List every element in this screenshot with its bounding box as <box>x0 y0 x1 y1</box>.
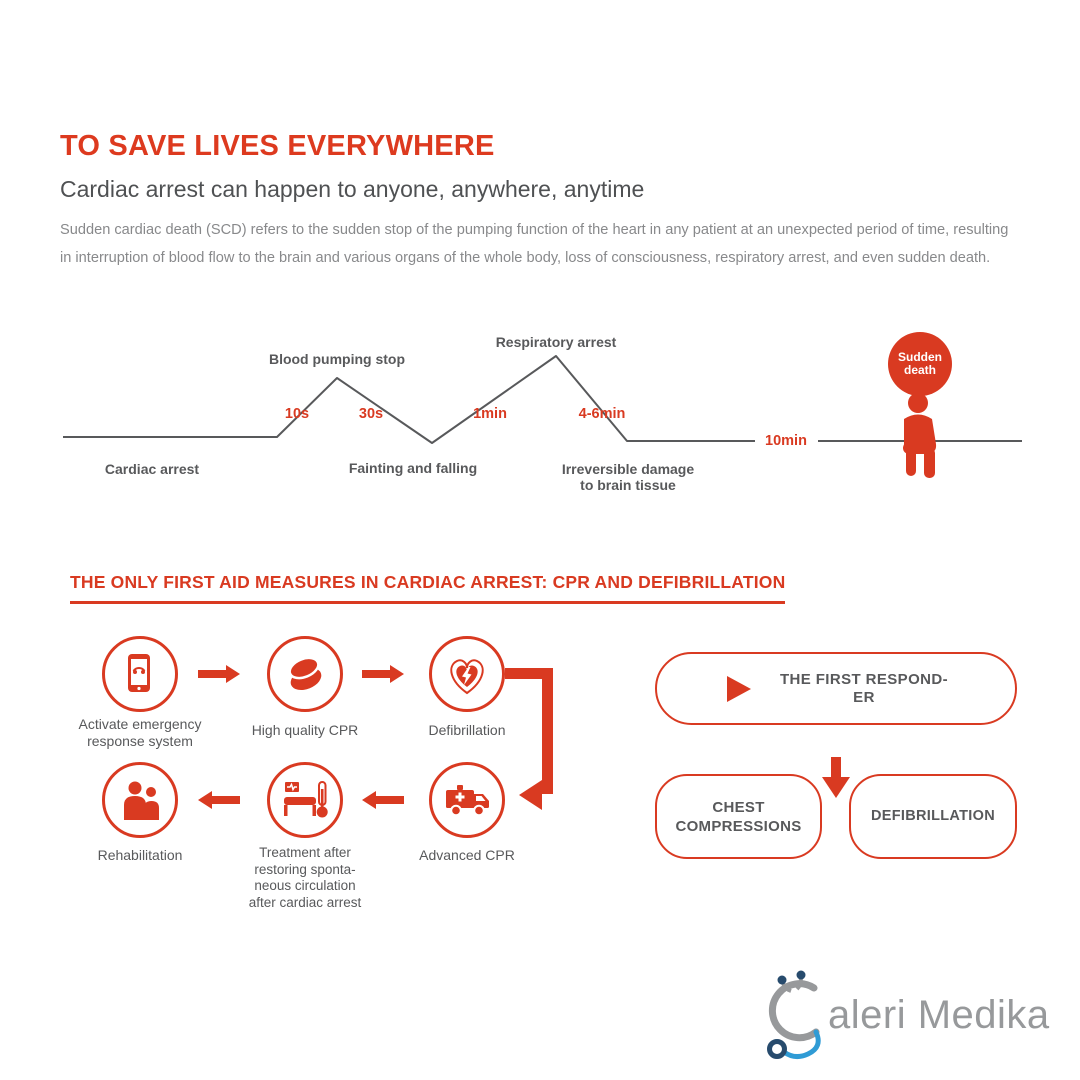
arrow-left-icon <box>362 791 404 809</box>
timeline-time-30s: 30s <box>358 406 384 422</box>
step-defibrillation-circle <box>429 636 505 712</box>
step-rehabilitation-circle <box>102 762 178 838</box>
arrow-right-icon <box>362 665 404 683</box>
timeline-time-4-6min: 4-6min <box>578 406 626 422</box>
page-subtitle: Cardiac arrest can happen to anyone, any… <box>60 176 645 202</box>
hospital-bed-icon <box>284 781 328 818</box>
play-icon <box>727 675 751 702</box>
sudden-death-badge: Sudden death <box>888 332 952 396</box>
step-treatment-label: Treatment after restoring sponta- neous … <box>248 845 362 910</box>
phone-emergency-icon <box>128 654 150 692</box>
timeline-time-1min: 1min <box>473 406 507 422</box>
page-title: TO SAVE LIVES EVERYWHERE <box>60 130 495 162</box>
step-activate-label: Activate emergency response system <box>78 716 202 749</box>
timeline-time-10s: 10s <box>284 406 310 422</box>
stethoscope-g-icon <box>767 970 821 1060</box>
timeline-time-10min: 10min <box>765 433 807 449</box>
step-rehabilitation-label: Rehabilitation <box>97 847 183 863</box>
arrow-left-icon <box>198 791 240 809</box>
first-responder-label: THE FIRST RESPOND- ER <box>779 670 949 706</box>
chest-compressions-pill: CHEST COMPRESSIONS <box>655 774 822 859</box>
defibrillation-pill: DEFIBRILLATION <box>849 774 1017 859</box>
sitting-person-icon <box>903 393 937 478</box>
step-advanced-cpr-label: Advanced CPR <box>419 847 515 863</box>
arrow-down-icon <box>822 757 850 798</box>
intro-paragraph: Sudden cardiac death (SCD) refers to the… <box>60 222 1009 266</box>
timeline-label-irreversible-damage: Irreversible damage to brain tissue <box>561 461 695 493</box>
timeline-label-respiratory-arrest: Respiratory arrest <box>495 334 617 350</box>
step-high-quality-cpr-label: High quality CPR <box>251 722 359 738</box>
timeline-diagram: Blood pumping stop Respiratory arrest 10… <box>60 330 1022 510</box>
timeline-label-cardiac-arrest: Cardiac arrest <box>104 461 200 477</box>
timeline-label-fainting-and-falling: Fainting and falling <box>348 460 478 476</box>
logo-text: aleri Medika <box>828 992 1050 1037</box>
galeri-medika-logo: aleri Medika <box>752 968 1050 1062</box>
first-aid-section-heading: THE ONLY FIRST AID MEASURES IN CARDIAC A… <box>70 572 786 604</box>
flow-connector-arrow <box>505 668 553 810</box>
cpr-hands-icon <box>288 656 322 691</box>
step-treatment-circle <box>267 762 343 838</box>
step-activate-emergency-circle <box>102 636 178 712</box>
defibrillator-heart-icon <box>450 659 484 695</box>
rehabilitation-people-icon <box>124 781 159 820</box>
step-advanced-cpr-circle <box>429 762 505 838</box>
first-responder-pill: THE FIRST RESPOND- ER <box>655 652 1017 725</box>
timeline-label-blood-pumping-stop: Blood pumping stop <box>268 351 406 367</box>
ambulance-icon <box>446 785 489 817</box>
step-high-quality-cpr-circle <box>267 636 343 712</box>
step-defibrillation-label: Defibrillation <box>428 722 506 738</box>
arrow-right-icon <box>198 665 240 683</box>
